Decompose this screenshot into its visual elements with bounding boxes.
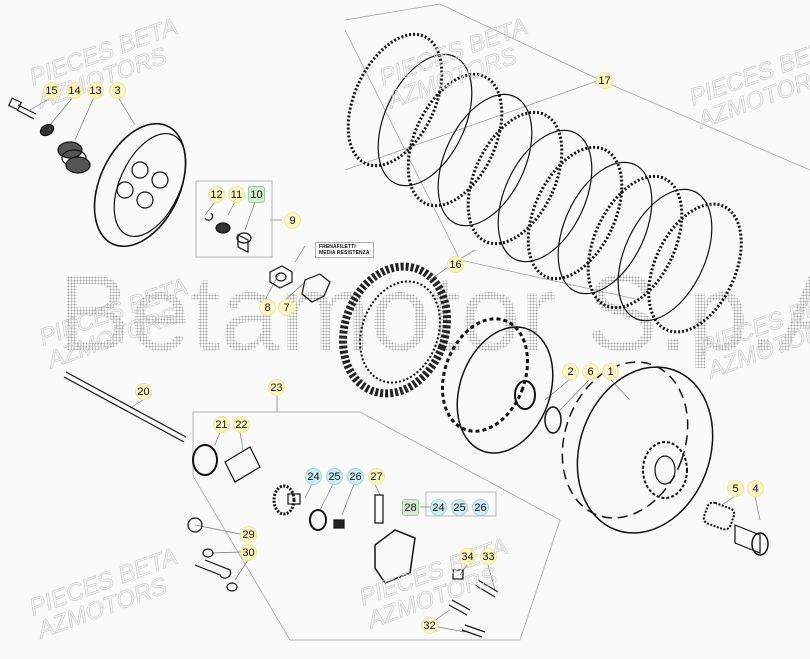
part-callout-15[interactable]: 15	[43, 82, 60, 99]
part-callout-9[interactable]: 9	[284, 212, 301, 229]
part-callout-2[interactable]: 2	[562, 363, 579, 380]
part-callout-25[interactable]: 25	[451, 499, 468, 516]
note-line-2: MEDIA RESISTENZA	[319, 250, 370, 256]
part-callout-21[interactable]: 21	[213, 416, 230, 433]
part-callout-22[interactable]: 22	[233, 416, 250, 433]
inner-hub	[440, 317, 554, 454]
part-callout-5[interactable]: 5	[727, 480, 744, 497]
part-callout-23[interactable]: 23	[268, 379, 285, 396]
bolt-15	[7, 97, 37, 120]
part-callout-12[interactable]: 12	[208, 186, 225, 203]
part-callout-4[interactable]: 4	[747, 480, 764, 497]
part-callout-29[interactable]: 29	[240, 526, 257, 543]
part-callout-13[interactable]: 13	[87, 82, 104, 99]
part-callout-27[interactable]: 27	[368, 468, 385, 485]
part-callout-26[interactable]: 26	[347, 468, 364, 485]
part-callout-1[interactable]: 1	[602, 363, 619, 380]
part-callout-24[interactable]: 24	[305, 468, 322, 485]
threadlocker-note: FRENAFILETTI MEDIA RESISTENZA	[315, 242, 374, 258]
part-callout-6[interactable]: 6	[582, 363, 599, 380]
part-callout-8[interactable]: 8	[259, 299, 276, 316]
part-callout-20[interactable]: 20	[135, 383, 152, 400]
part-callout-14[interactable]: 14	[66, 82, 83, 99]
part-callout-33[interactable]: 33	[480, 548, 497, 565]
bushing-4	[734, 524, 769, 556]
part-callout-30[interactable]: 30	[240, 544, 257, 561]
part-callout-25[interactable]: 25	[326, 468, 343, 485]
pressure-plate-3	[93, 122, 187, 248]
part-callout-34[interactable]: 34	[459, 548, 476, 565]
part-callout-16[interactable]: 16	[447, 256, 464, 273]
part-callout-26[interactable]: 26	[472, 499, 489, 516]
stacked-plates-16	[339, 262, 451, 398]
push-rod-20	[63, 371, 187, 443]
part-callout-28[interactable]: 28	[402, 499, 419, 516]
part-callout-11[interactable]: 11	[228, 186, 245, 203]
part-callout-10[interactable]: 10	[248, 186, 265, 203]
note-line-1: FRENAFILETTI	[319, 244, 356, 250]
part-callout-17[interactable]: 17	[596, 72, 613, 89]
part-callout-3[interactable]: 3	[109, 82, 126, 99]
leader-lines	[29, 3, 810, 641]
spring-13	[57, 141, 91, 174]
part-callout-32[interactable]: 32	[421, 617, 438, 634]
part-callout-24[interactable]: 24	[430, 499, 447, 516]
part-callout-7[interactable]: 7	[278, 299, 295, 316]
clutch-basket-1	[561, 361, 714, 534]
